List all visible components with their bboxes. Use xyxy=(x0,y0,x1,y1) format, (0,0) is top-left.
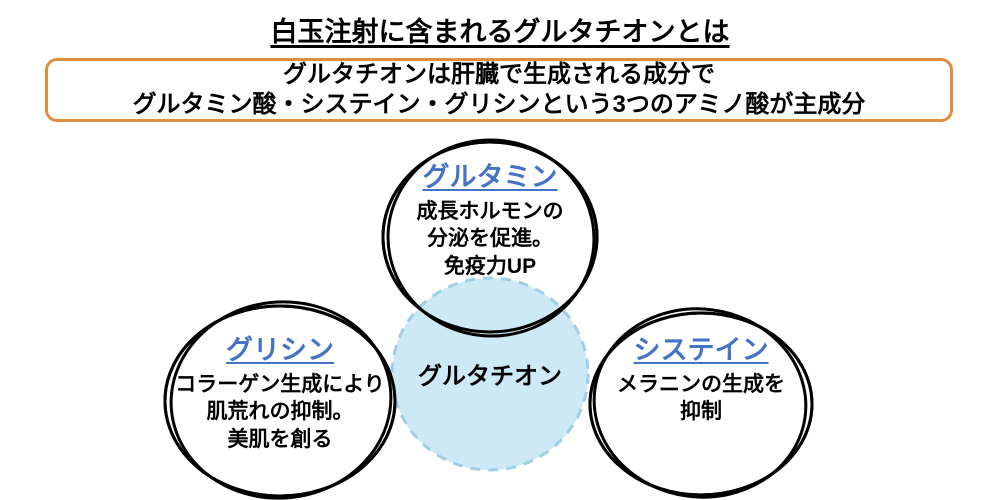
node-glycine: グリシン コラーゲン生成により 肌荒れの抑制。 美肌を創る xyxy=(158,328,402,453)
node-glutamine: グルタミン 成長ホルモンの 分泌を促進。 免疫力UP xyxy=(380,155,600,280)
glutamine-circle-outline xyxy=(381,140,599,334)
page-title: 白玉注射に含まれるグルタチオンとは xyxy=(270,17,730,47)
node-cysteine-desc: メラニンの生成を 抑制 xyxy=(617,373,785,424)
node-glutamine-title: グルタミン xyxy=(422,162,558,192)
intro-box: グルタチオンは肝臓で生成される成分で グルタミン酸・システイン・グリシンという3… xyxy=(45,58,953,122)
node-glycine-title: グリシン xyxy=(226,335,334,365)
node-glutamine-desc: 成長ホルモンの 分泌を促進。 免疫力UP xyxy=(416,200,564,278)
node-cysteine-title: システイン xyxy=(633,335,769,365)
glycine-circle-outline-2 xyxy=(169,300,393,500)
node-glycine-desc: コラーゲン生成により 肌荒れの抑制。 美肌を創る xyxy=(175,373,385,451)
intro-line-1: グルタチオンは肝臓で生成される成分で xyxy=(283,60,715,88)
intro-line-2: グルタミン酸・システイン・グリシンという3つのアミノ酸が主成分 xyxy=(132,91,866,118)
glycine-circle-outline xyxy=(163,304,397,498)
glutamine-circle-outline-2 xyxy=(386,138,596,338)
cysteine-circle-outline-2 xyxy=(592,307,808,499)
node-cysteine: システイン メラニンの生成を 抑制 xyxy=(590,328,812,426)
glutathione-center-label: グルタチオン xyxy=(418,363,562,390)
cysteine-circle-outline xyxy=(588,311,814,497)
